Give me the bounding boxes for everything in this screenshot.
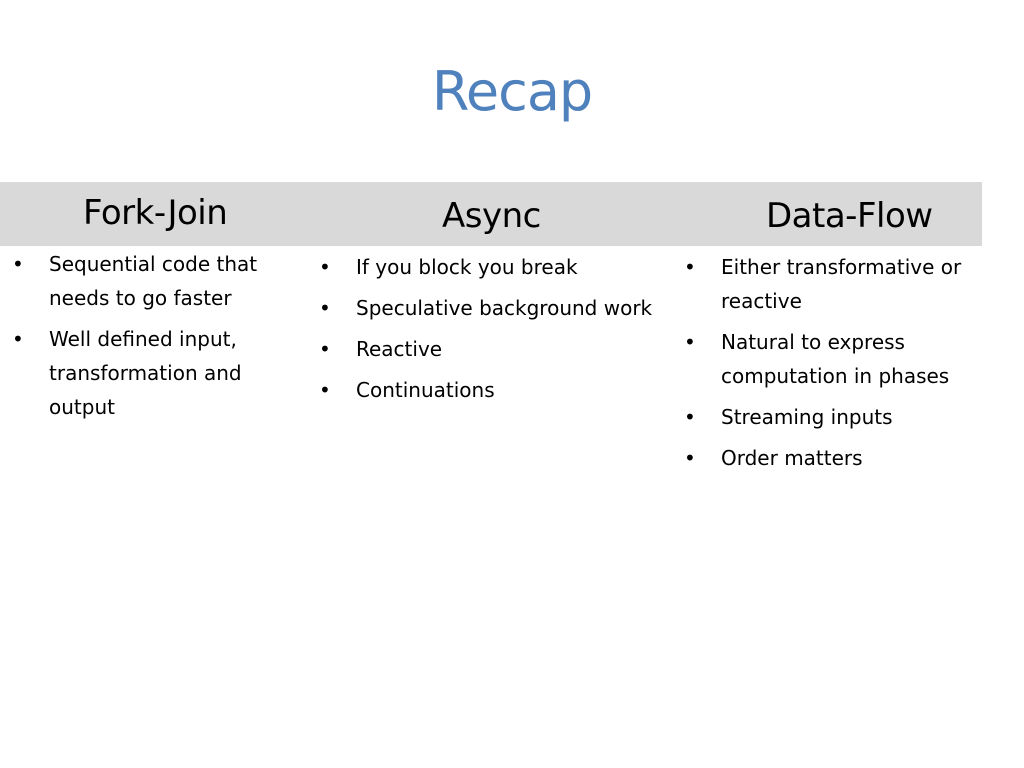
list-item-text: Streaming inputs: [721, 405, 893, 429]
bullet-icon: •: [319, 337, 331, 361]
list-item: • Streaming inputs: [684, 400, 1016, 434]
list-item: • Speculative background work: [319, 291, 656, 325]
list-item-text: If you block you break: [356, 255, 578, 279]
list-item-text: Reactive: [356, 337, 443, 361]
list-item-text: Order matters: [721, 446, 863, 470]
column-heading-async: Async: [442, 196, 541, 236]
list-item: • Well defined input, transformation and …: [12, 322, 299, 424]
column-heading-fork-join: Fork-Join: [83, 193, 228, 233]
list-item: • Continuations: [319, 373, 656, 407]
bullet-icon: •: [684, 405, 696, 429]
bullet-icon: •: [319, 378, 331, 402]
column-heading-data-flow: Data-Flow: [766, 196, 933, 236]
list-item-text: Natural to express computation in phases: [721, 330, 950, 388]
bullet-icon: •: [12, 252, 24, 276]
bullet-icon: •: [684, 255, 696, 279]
list-item: • Natural to express computation in phase…: [684, 325, 1016, 393]
list-item-text: Speculative background work: [356, 296, 653, 320]
list-item: • Order matters: [684, 441, 1016, 475]
bullet-icon: •: [319, 296, 331, 320]
bullet-icon: •: [684, 330, 696, 354]
bullet-icon: •: [12, 327, 24, 351]
slide-title: Recap: [431, 60, 593, 123]
bullet-list-fork-join: • Sequential code that needs to go faster…: [12, 247, 299, 431]
bullet-icon: •: [319, 255, 331, 279]
list-item-text: Well defined input, transformation and o…: [49, 327, 242, 419]
list-item: • Reactive: [319, 332, 656, 366]
list-item-text: Continuations: [356, 378, 495, 402]
bullet-list-async: • If you block you break • Speculative bac…: [319, 250, 656, 414]
bullet-list-data-flow: • Either transformative or reactive • Natu…: [684, 250, 1016, 482]
list-item: • If you block you break: [319, 250, 656, 284]
list-item: • Sequential code that needs to go faster: [12, 247, 299, 315]
bullet-icon: •: [684, 446, 696, 470]
list-item: • Either transformative or reactive: [684, 250, 1016, 318]
list-item-text: Sequential code that needs to go faster: [49, 252, 258, 310]
column-header-band: [0, 182, 982, 246]
list-item-text: Either transformative or reactive: [721, 255, 962, 313]
